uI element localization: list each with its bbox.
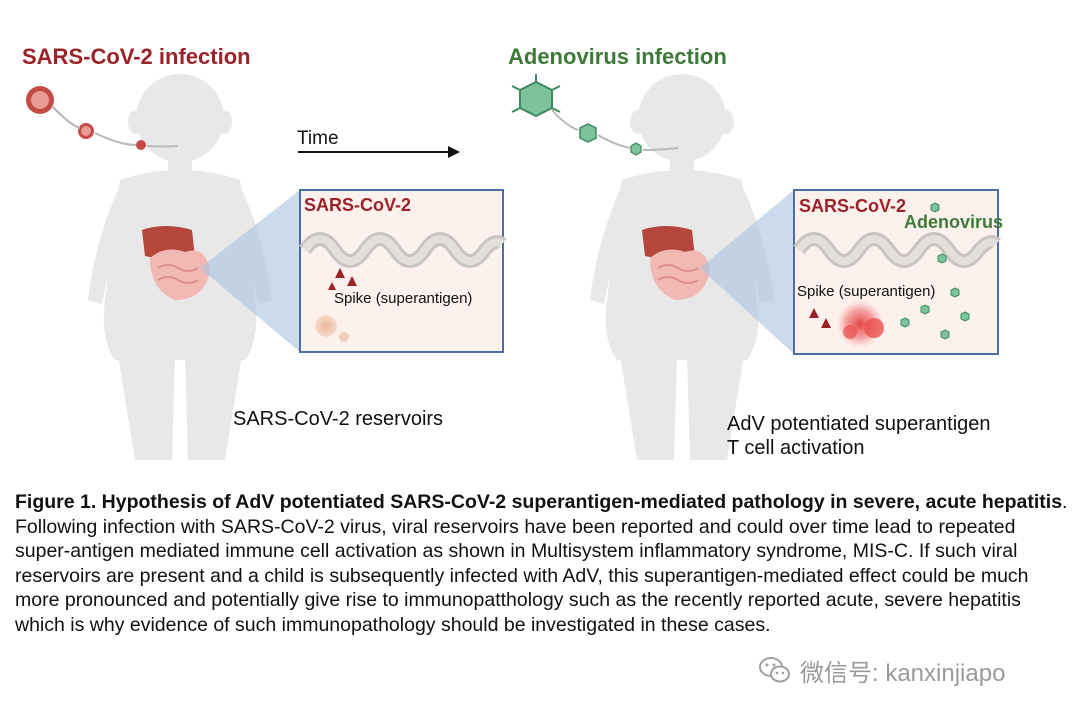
right-panel-title: Adenovirus infection: [508, 44, 727, 69]
watermark-text: 微信号: kanxinjiapo: [800, 659, 1006, 687]
time-arrow: [298, 146, 460, 158]
adenovirus-medium-icon: [579, 123, 597, 143]
left-pale-cell-icon: [315, 315, 349, 342]
right-spike-icon: [809, 308, 831, 328]
right-zoom-cone: [700, 190, 794, 354]
adeno-infection-path: [551, 109, 679, 151]
sars-infection-path: [51, 105, 179, 148]
wechat-icon: [759, 657, 790, 683]
right-bottom-label: AdV potentiated superantigen T cell acti…: [727, 412, 991, 460]
right-bottom-label-line1: AdV potentiated superantigen: [727, 413, 991, 435]
time-label: Time: [297, 128, 339, 149]
left-spike-label: Spike (superantigen): [334, 290, 473, 307]
caption-body: . Following infection with SARS-CoV-2 vi…: [15, 491, 1068, 636]
sars-virus-medium-icon: [78, 123, 94, 139]
wechat-watermark: 微信号: kanxinjiapo: [758, 652, 1005, 688]
left-liver-intestine: [142, 226, 210, 300]
inflamed-cell-icon: [836, 300, 884, 348]
sars-virus-small-icon: [136, 140, 146, 150]
left-inset-label: SARS-CoV-2: [304, 195, 412, 215]
adenovirus-large-icon: [511, 74, 561, 118]
left-panel-title: SARS-CoV-2 infection: [22, 44, 251, 69]
left-zoom-cone: [200, 190, 300, 352]
figure-caption: Figure 1. Hypothesis of AdV potentiated …: [15, 490, 1070, 637]
adenovirus-small-icon: [630, 142, 642, 156]
right-spike-label: Spike (superantigen): [797, 283, 936, 300]
right-inset-label-sars: SARS-CoV-2: [799, 196, 907, 216]
small-adenovirus-particles-icon: [900, 202, 970, 340]
sars-virus-large-icon: [26, 86, 54, 114]
caption-title: Figure 1. Hypothesis of AdV potentiated …: [15, 491, 1063, 513]
right-bottom-label-line2: T cell activation: [727, 437, 865, 459]
left-bottom-label: SARS-CoV-2 reservoirs: [233, 408, 444, 430]
left-spike-icon: [328, 268, 357, 290]
right-inset-label-adeno: Adenovirus: [904, 212, 1004, 232]
figure-illustration: [26, 74, 1001, 460]
right-liver-intestine: [642, 226, 710, 300]
